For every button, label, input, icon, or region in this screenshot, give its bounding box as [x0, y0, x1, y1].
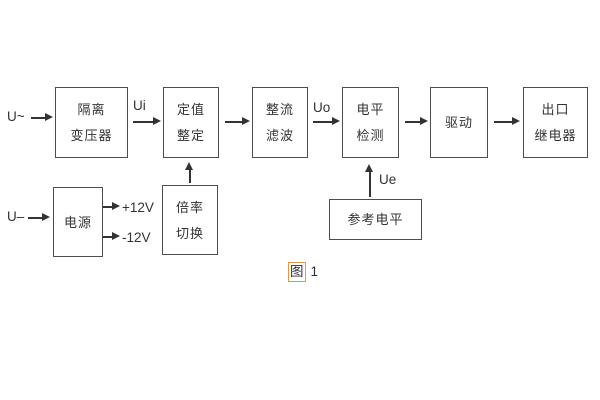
arrow-ac-input-to-isolation-transformer — [31, 114, 53, 121]
arrow-power-supply-to-plus12 — [103, 203, 120, 210]
block-label-line: 出口 — [541, 102, 570, 117]
signal-label-ui: Ui — [133, 98, 146, 113]
arrow-isolation-transformer-to-setting-adjust — [133, 118, 161, 125]
block-label-line: 切换 — [175, 225, 204, 241]
block-isolation-transformer: 隔离 变压器 — [55, 87, 128, 158]
block-label-line: 电平 — [356, 102, 385, 117]
block-reference-level: 参考电平 — [329, 199, 422, 240]
ac-input-label: U~ — [7, 109, 25, 124]
block-setting-adjust: 定值 整定 — [163, 87, 219, 158]
figure-caption-highlighted-char: 图 — [288, 262, 306, 282]
block-label-line: 定值 — [176, 102, 205, 117]
signal-label-ue: Ue — [379, 172, 397, 187]
block-level-detect: 电平 检测 — [342, 87, 399, 158]
arrow-reference-level-to-level-detect — [366, 164, 373, 197]
block-ratio-switch: 倍率 切换 — [162, 185, 218, 255]
arrow-level-detect-to-drive — [405, 118, 428, 125]
block-label-line: 隔离 — [77, 102, 106, 117]
arrow-ratio-switch-to-setting-adjust — [186, 162, 193, 183]
block-label-line: 参考电平 — [347, 212, 404, 227]
signal-label-uo: Uo — [313, 100, 331, 115]
block-power-supply: 电源 — [53, 187, 103, 257]
dc-input-label: U– — [7, 209, 25, 224]
arrow-dc-input-to-power-supply — [28, 214, 50, 221]
arrow-drive-to-output-relay — [494, 118, 520, 125]
power-rail-minus12-label: -12V — [122, 230, 151, 245]
block-label-line: 倍率 — [175, 199, 204, 215]
block-label-line: 电源 — [63, 214, 92, 230]
block-label-line: 驱动 — [444, 115, 473, 130]
block-rectify-filter: 整流 滤波 — [252, 87, 308, 158]
block-output-relay: 出口 继电器 — [523, 87, 588, 158]
block-label-line: 整流 — [265, 102, 294, 117]
arrow-rectify-filter-to-level-detect — [313, 118, 340, 125]
block-label-line: 变压器 — [70, 128, 113, 143]
block-label-line: 整定 — [176, 128, 205, 143]
block-label-line: 继电器 — [534, 128, 577, 143]
figure-caption-number: 1 — [310, 264, 319, 279]
arrow-power-supply-to-minus12 — [103, 233, 120, 240]
power-rail-plus12-label: +12V — [122, 200, 154, 215]
arrow-setting-adjust-to-rectify-filter — [225, 118, 250, 125]
block-label-line: 检测 — [356, 128, 385, 143]
block-drive: 驱动 — [430, 87, 488, 158]
block-label-line: 滤波 — [265, 128, 294, 143]
